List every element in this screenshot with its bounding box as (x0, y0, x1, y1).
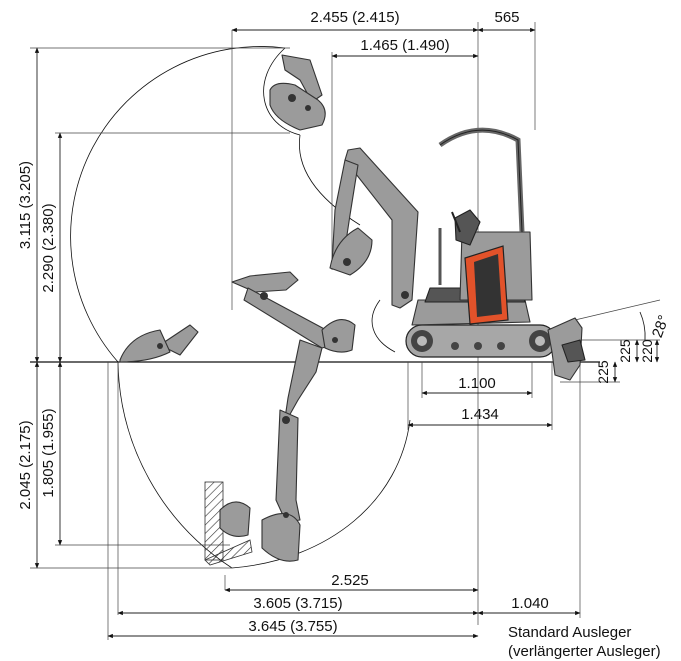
excavator-machine (329, 127, 586, 381)
label-track-length: 1.100 (458, 375, 496, 392)
pose-ground (119, 324, 199, 363)
reach-envelope (70, 46, 411, 569)
label-track-overall: 1.434 (461, 406, 499, 423)
legend: Standard Ausleger (verlängerter Ausleger… (508, 624, 661, 660)
label-blade-down: 225 (595, 360, 611, 384)
label-top-tail: 565 (494, 9, 519, 26)
label-top-reach-inner: 1.465 (1.490) (360, 37, 449, 54)
label-bottom-reach-ground: 3.605 (3.715) (253, 595, 342, 612)
legend-standard: Standard Ausleger (508, 624, 631, 641)
floor-hatch (204, 539, 253, 566)
label-bottom-tail: 1.040 (511, 595, 549, 612)
label-blade-height: 220 (639, 339, 655, 363)
label-blade-angle: 28° (649, 313, 673, 340)
label-left-depth-wall: 1.805 (1.955) (40, 408, 57, 497)
label-bottom-reach-max: 3.645 (3.755) (248, 618, 337, 635)
pose-top (269, 54, 326, 131)
legend-extended: (verlängerter Ausleger) (508, 643, 661, 660)
label-left-height-max: 3.115 (3.205) (17, 161, 34, 249)
dimension-lines (34, 27, 660, 639)
label-left-height-dump: 2.290 (2.380) (40, 203, 57, 292)
dimension-labels: 2.455 (2.415) 565 1.465 (1.490) 3.115 (3… (17, 9, 673, 635)
label-top-reach-total: 2.455 (2.415) (310, 9, 399, 26)
pose-mid (231, 271, 356, 353)
pose-dig (219, 339, 323, 562)
label-left-depth-max: 2.045 (2.175) (17, 420, 34, 509)
label-blade-up: 225 (617, 339, 633, 363)
label-bottom-reach-depth: 2.525 (331, 572, 369, 589)
